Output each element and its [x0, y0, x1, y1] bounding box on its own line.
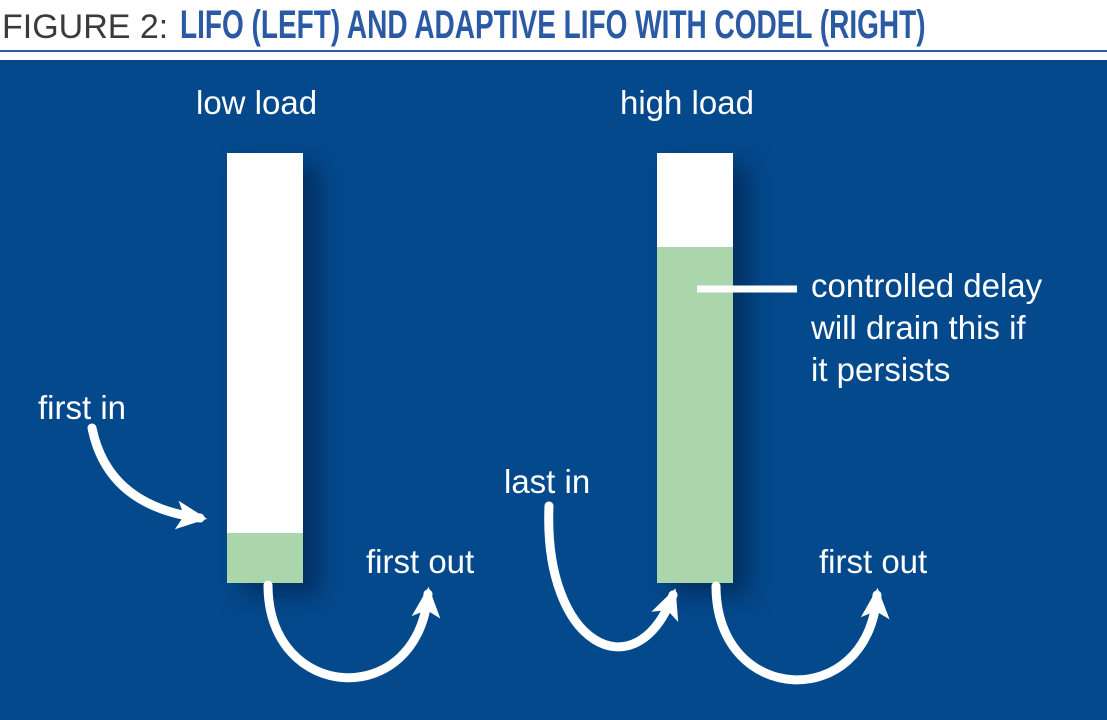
first-out-right-arrow — [711, 581, 890, 685]
codel-callout-text: controlled delay will drain this if it p… — [811, 265, 1042, 391]
lifo-queue-empty-space — [227, 153, 303, 533]
adaptive-queue-empty-space — [657, 153, 733, 247]
figure-header: FIGURE 2: LIFO (LEFT) AND ADAPTIVE LIFO … — [0, 0, 1107, 50]
lifo-queue-packets — [227, 533, 303, 583]
figure-number-label: FIGURE 2: — [2, 8, 169, 46]
first-out-left-arrow — [263, 580, 441, 683]
adaptive-lifo-codel-queue-bar — [657, 153, 733, 583]
callout-line-3: it persists — [811, 351, 951, 388]
figure-title: LIFO (LEFT) AND ADAPTIVE LIFO WITH CODEL… — [180, 3, 926, 47]
adaptive-queue-packets — [657, 247, 733, 583]
header-rule — [0, 50, 1107, 52]
diagram-panel: low load high load first in first out la… — [0, 60, 1107, 720]
header-gap — [0, 52, 1107, 60]
last-in-arrow — [544, 501, 679, 652]
lifo-queue-bar — [227, 153, 303, 583]
callout-line-2: will drain this if — [811, 309, 1026, 346]
first-out-left-label: first out — [366, 543, 475, 580]
callout-line-1: controlled delay — [811, 267, 1043, 304]
high-load-label: high load — [620, 84, 754, 121]
first-in-arrow — [87, 423, 208, 530]
low-load-label: low load — [196, 84, 318, 121]
first-in-label: first in — [38, 389, 127, 426]
first-out-right-label: first out — [819, 543, 928, 580]
last-in-label: last in — [504, 463, 591, 500]
